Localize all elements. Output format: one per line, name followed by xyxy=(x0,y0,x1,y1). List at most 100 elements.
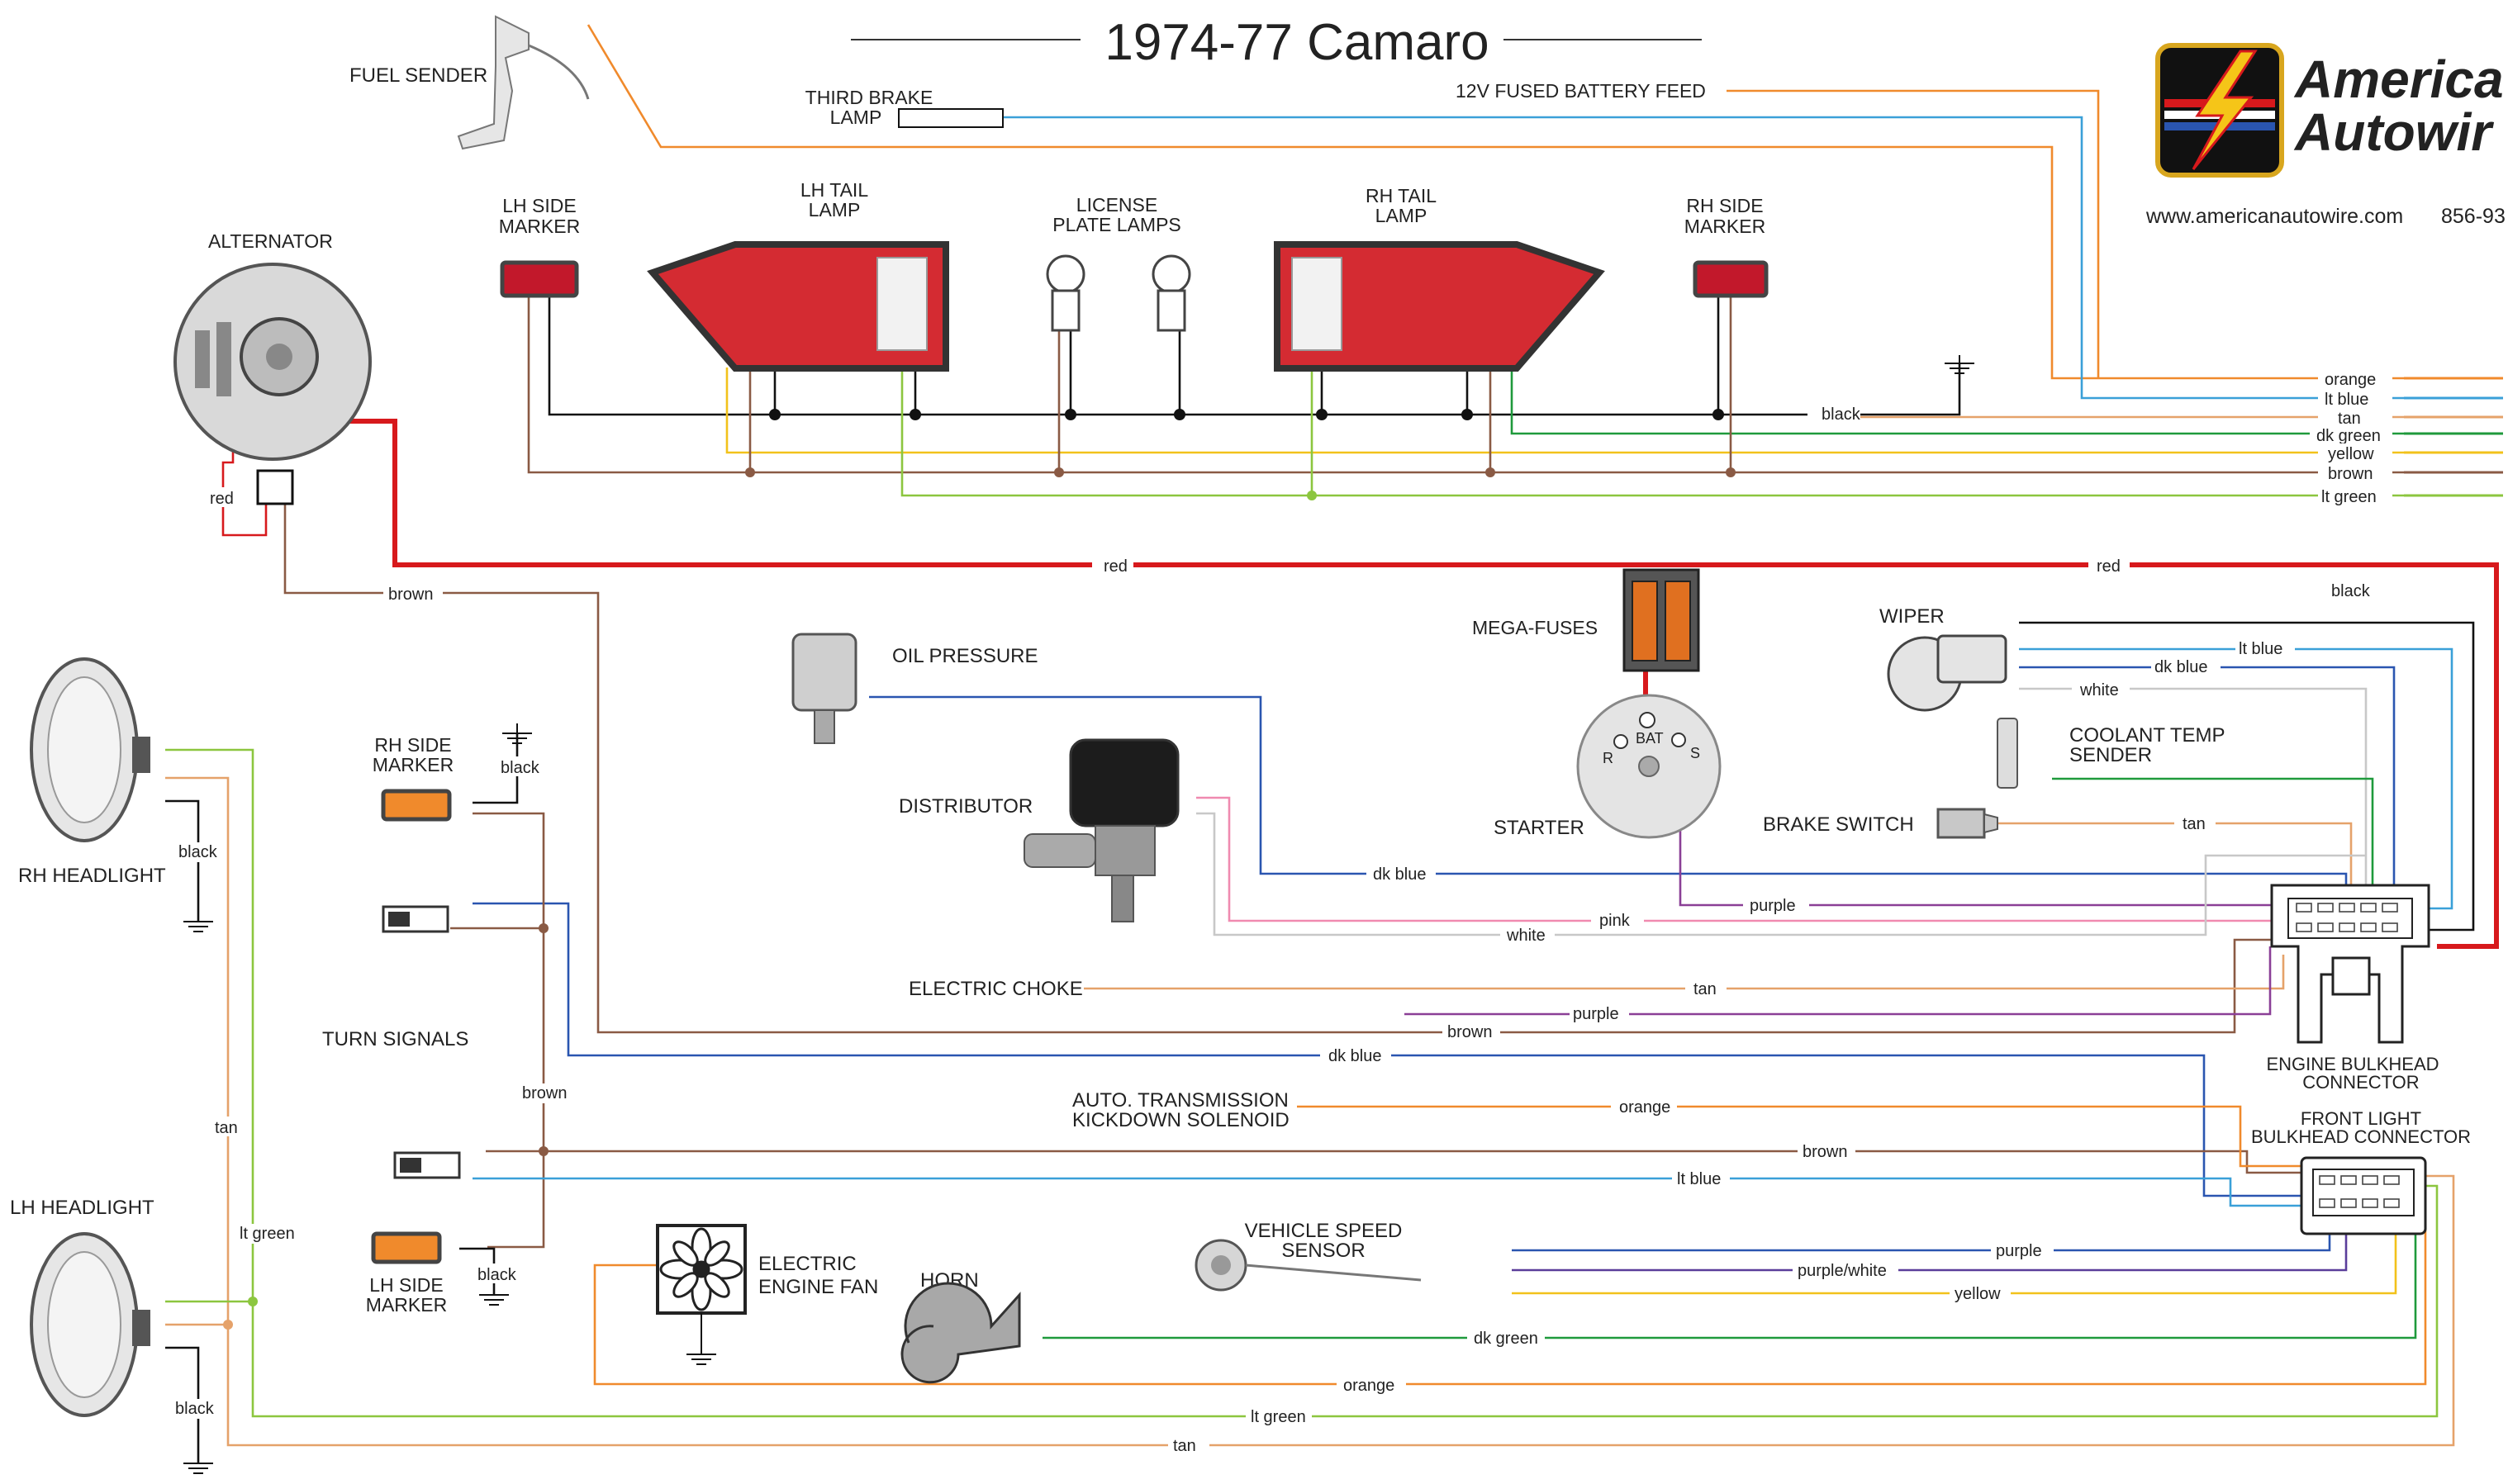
wire-label: orange xyxy=(1619,1098,1670,1117)
vehicle-speed-sensor: VEHICLE SPEED SENSOR xyxy=(1195,1220,1422,1292)
lh-tail-lamp-housing xyxy=(647,241,949,372)
wiper: WIPER xyxy=(1879,605,2007,712)
wire-tan-headlights xyxy=(165,776,2455,1447)
brand-name-line2: Autowir xyxy=(2293,102,2494,162)
wire-purple-choke xyxy=(1404,946,2272,1016)
brake-switch-icon xyxy=(1936,808,1986,839)
distributor-shaft xyxy=(1111,875,1134,922)
alternator: ALTERNATOR xyxy=(173,230,372,505)
fan-blades-icon xyxy=(659,1227,743,1311)
wire-pink-dist xyxy=(1196,796,2297,922)
rh-side-marker-rear-label-1: RH SIDE xyxy=(1686,195,1763,216)
fuel-sender-arm xyxy=(528,44,590,100)
wire-dk-green-horn xyxy=(1043,1178,2417,1339)
junction-dot xyxy=(1174,409,1185,420)
fuel-sender-icon xyxy=(457,15,530,150)
engine-bulkhead-connector-label-2: CONNECTOR xyxy=(2302,1072,2419,1093)
wire-brown-lh-marker-front xyxy=(486,1150,2305,1174)
starter-terminal-bat: BAT xyxy=(1636,730,1664,747)
license-plate-lamps: LICENSE PLATE LAMPS xyxy=(1046,194,1191,332)
wire-label: dk green xyxy=(1474,1330,1538,1348)
legend-label: lt blue xyxy=(2325,391,2368,409)
vehicle-speed-sensor-label-2: SENSOR xyxy=(1281,1240,1365,1262)
wire-label: black xyxy=(175,1400,215,1418)
ground-icon xyxy=(686,1354,716,1365)
wire-purple-vss xyxy=(1512,1209,2331,1252)
rh-headlight-connector xyxy=(132,737,150,773)
mega-fuses: MEGA-FUSES xyxy=(1472,568,1700,672)
wire-label: dk blue xyxy=(2154,658,2208,676)
wire-label: lt green xyxy=(240,1225,295,1243)
wire-lt-green-rear xyxy=(900,367,2503,497)
ground-icon xyxy=(479,1294,509,1306)
wire-label: tan xyxy=(1693,980,1717,998)
front-light-bulkhead-connector-label-2: BULKHEAD CONNECTOR xyxy=(2251,1126,2471,1147)
legend-label: brown xyxy=(2328,465,2373,483)
coolant-temp-sender-icon xyxy=(1997,718,2018,789)
junction-dot xyxy=(1485,467,1495,477)
legend-label: dk green xyxy=(2316,427,2381,445)
fuel-sender: FUEL SENDER xyxy=(349,15,590,150)
wire-label: orange xyxy=(1343,1377,1394,1395)
electric-engine-fan: ELECTRIC ENGINE FAN xyxy=(656,1224,878,1365)
lh-headlight-lens xyxy=(47,1251,121,1398)
wire-label: purple xyxy=(1996,1242,2042,1260)
junction-dot xyxy=(539,1146,549,1156)
wire-tan-brake xyxy=(1997,822,2353,908)
junction-dot xyxy=(248,1297,258,1306)
turn-signals: TURN SIGNALS xyxy=(322,905,468,1179)
lh-tail-lamp-backup-lens xyxy=(876,257,928,351)
rh-tail-lamp-backup-lens xyxy=(1291,257,1342,351)
engine-bulkhead-pin-row xyxy=(2287,898,2413,939)
distributor: DISTRIBUTOR xyxy=(899,738,1180,922)
junction-dot xyxy=(1726,467,1736,477)
wire-label: purple xyxy=(1573,1005,1619,1023)
starter-terminal xyxy=(1671,733,1686,747)
starter-terminal xyxy=(1613,734,1628,749)
lh-side-marker-front: LH SIDE MARKER xyxy=(366,1231,447,1316)
auto-trans-solenoid-label-1: AUTO. TRANSMISSION xyxy=(1072,1089,1289,1112)
alternator-plug xyxy=(256,469,294,505)
wire-label: yellow xyxy=(1955,1285,2001,1303)
wire-orange-solenoid xyxy=(1297,1105,2305,1168)
mega-fuse-element xyxy=(1665,581,1691,661)
front-light-bulkhead-pin-row xyxy=(2312,1169,2415,1216)
junction-dot xyxy=(539,923,549,933)
wire-label: tan xyxy=(1173,1437,1196,1455)
wire-orange-battery xyxy=(1727,89,2100,378)
starter-terminal-s: S xyxy=(1690,745,1700,761)
vehicle-speed-sensor-label-1: VEHICLE SPEED xyxy=(1245,1220,1403,1242)
third-brake-lamp-body xyxy=(898,108,1004,128)
third-brake-lamp-label-2: LAMP xyxy=(830,107,882,128)
wire-brown-rh-marker-front xyxy=(473,812,545,1249)
legend-label: orange xyxy=(2325,371,2376,389)
brake-switch: BRAKE SWITCH xyxy=(1763,808,1998,839)
junction-dot xyxy=(769,409,781,420)
junction-dot xyxy=(223,1320,233,1330)
wire-label: tan xyxy=(215,1119,238,1137)
wire-label: black xyxy=(501,759,540,777)
lh-side-marker-front-label-1: LH SIDE xyxy=(369,1274,443,1296)
wire-brown-alt xyxy=(283,504,2280,1034)
rh-headlight-lens xyxy=(47,676,121,823)
wire-red-main xyxy=(219,419,2499,949)
alternator-vent xyxy=(195,330,210,388)
mega-fuse-element xyxy=(1632,581,1658,661)
wire-label: brown xyxy=(1447,1023,1492,1041)
lh-headlight-connector xyxy=(132,1310,150,1346)
wire-black-rear-ground xyxy=(548,297,1961,416)
distributor-body xyxy=(1095,825,1156,876)
horn-icon xyxy=(900,1282,1021,1384)
turn-signal-plug-tab xyxy=(388,912,410,927)
rh-side-marker-front-label-1: RH SIDE xyxy=(374,734,451,756)
license-plate-lamps-label-2: PLATE LAMPS xyxy=(1052,214,1181,235)
wire-black-wiper xyxy=(2019,621,2475,932)
wire-white-wiper xyxy=(2019,687,2368,908)
ground-icon xyxy=(1945,355,1974,374)
legend-label: lt green xyxy=(2321,488,2377,506)
vss-lead xyxy=(1245,1264,1422,1282)
junction-dots xyxy=(223,409,1736,1330)
front-light-bulkhead-connector-label-1: FRONT LIGHT xyxy=(2301,1108,2421,1129)
auto-trans-solenoid-label-2: KICKDOWN SOLENOID xyxy=(1072,1109,1290,1131)
wire-purple-white-vss xyxy=(1512,1209,2348,1272)
